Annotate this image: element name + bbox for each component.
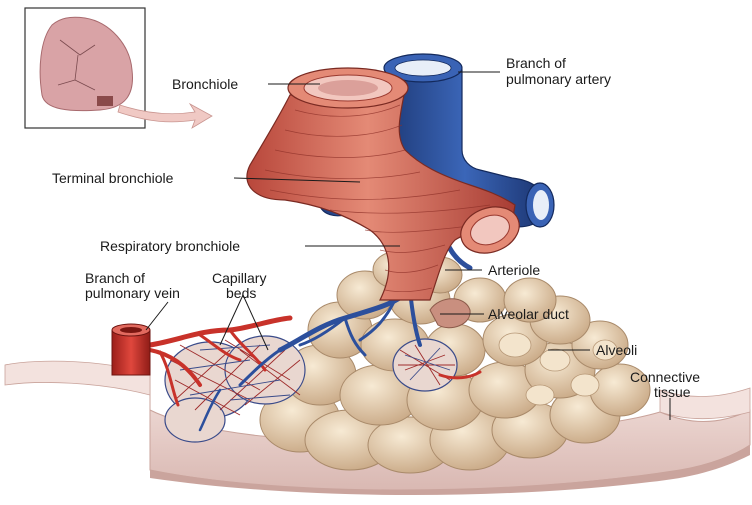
- label-branch-pulmonary-artery-2: pulmonary artery: [506, 71, 611, 87]
- labels: Bronchiole Branch of pulmonary artery Te…: [52, 55, 700, 400]
- bronchiole-tube: [246, 67, 520, 301]
- label-branch-pulmonary-artery-1: Branch of: [506, 55, 566, 71]
- vein-branches: [147, 315, 482, 407]
- alveolar-duct-opening: [429, 298, 471, 329]
- leader-lines: [145, 71, 671, 420]
- inset-arrow: [117, 102, 213, 129]
- connective-tissue: [4, 360, 751, 496]
- capillary-bed-middle: [392, 338, 458, 392]
- pulmonary-vein: [111, 323, 151, 376]
- label-connective-tissue-2: tissue: [654, 384, 691, 400]
- label-alveolar-duct: Alveolar duct: [488, 306, 569, 322]
- label-respiratory-bronchiole: Respiratory bronchiole: [100, 238, 240, 254]
- label-terminal-bronchiole: Terminal bronchiole: [52, 170, 174, 186]
- capillary-bed-left: [164, 335, 306, 443]
- label-bronchiole: Bronchiole: [172, 76, 238, 92]
- label-capillary-beds-1: Capillary: [212, 270, 266, 286]
- label-connective-tissue-1: Connective: [630, 369, 700, 385]
- label-alveoli: Alveoli: [596, 342, 637, 358]
- label-branch-pulmonary-vein-2: pulmonary vein: [85, 285, 180, 301]
- label-branch-pulmonary-vein-1: Branch of: [85, 270, 145, 286]
- lung-inset: [24, 7, 146, 129]
- label-capillary-beds-2: beds: [226, 285, 256, 301]
- alveoli-interior: [498, 332, 618, 406]
- alveoli-cluster: [259, 251, 651, 474]
- label-arteriole: Arteriole: [488, 262, 540, 278]
